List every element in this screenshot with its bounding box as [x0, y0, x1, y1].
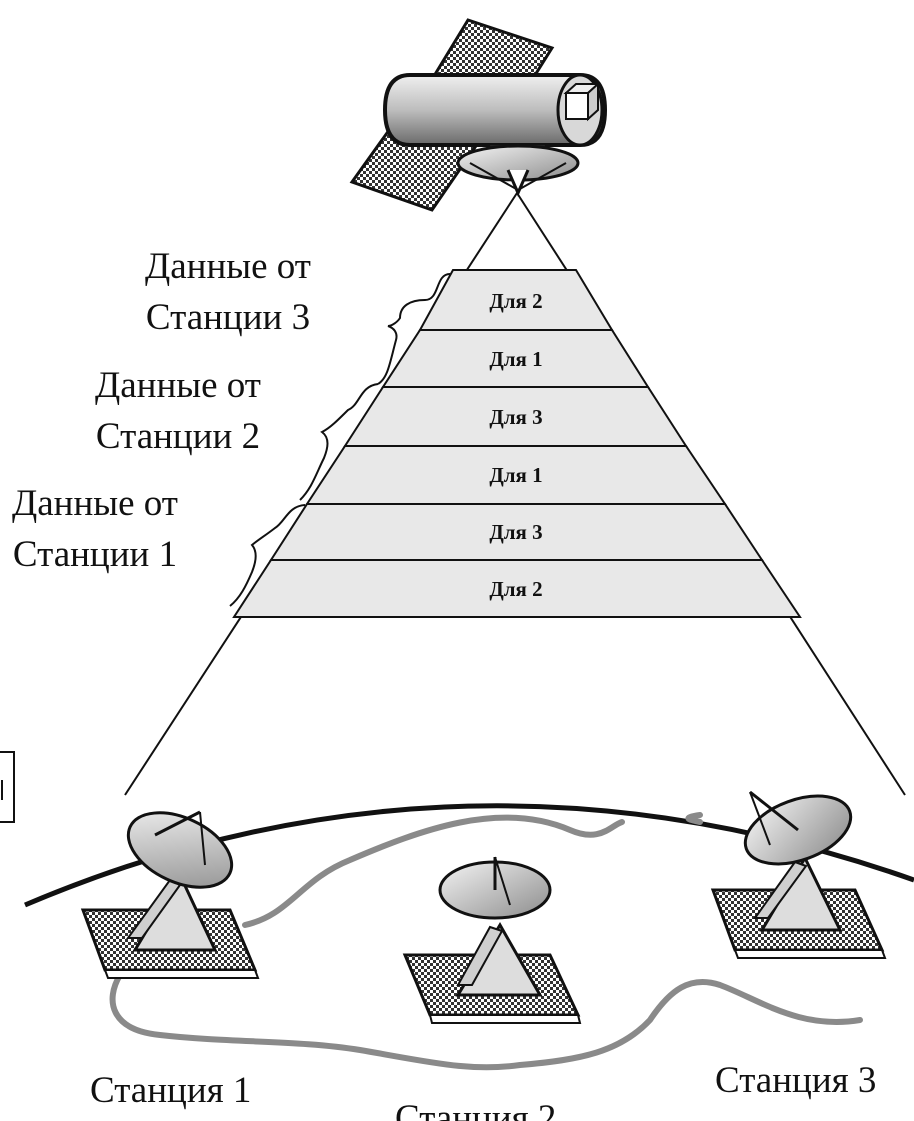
coastline: [109, 812, 863, 1071]
slot-label: Для 1: [489, 347, 542, 371]
group-label-station2: Данные от Станции 2: [95, 367, 261, 455]
station-label-1: Станция 1: [90, 1070, 252, 1111]
brace-station3: [377, 273, 451, 385]
ground-station-2: [402, 856, 582, 1024]
slot-label: Для 3: [489, 520, 542, 544]
group-label-station3: Данные от Станции 3: [145, 248, 311, 336]
station-label-2: Станция 2: [395, 1098, 557, 1121]
group-label-line: Станции 2: [95, 416, 261, 457]
group-label-line: Данные от: [12, 483, 178, 524]
satellite: [349, 18, 608, 212]
satellite-box-side: [587, 81, 599, 122]
brace-station1: [229, 504, 306, 607]
slot-label: Для 2: [489, 289, 542, 313]
satellite-box: [565, 92, 589, 120]
ground-station-3: [710, 790, 887, 959]
group-label-line: Станции 3: [145, 297, 311, 338]
dish-feed: [506, 169, 530, 197]
group-label-station1: Данные от Станции 1: [12, 485, 178, 573]
tdma-frame: [232, 269, 802, 618]
slot-label: Для 2: [489, 577, 542, 601]
station-label-3: Станция 3: [715, 1060, 877, 1101]
group-label-line: Станции 1: [12, 534, 178, 575]
ground-station-1: [80, 810, 260, 979]
group-label-line: Данные от: [145, 246, 311, 287]
brace-station2: [299, 383, 379, 501]
slot-labels: Для 2 Для 1 Для 3 Для 1 Для 3 Для 2: [489, 289, 542, 601]
slot-label: Для 3: [489, 405, 542, 429]
slot-label: Для 1: [489, 463, 542, 487]
group-label-line: Данные от: [95, 365, 261, 406]
frame-slot: [232, 559, 802, 618]
edge-fragment: [0, 751, 15, 823]
